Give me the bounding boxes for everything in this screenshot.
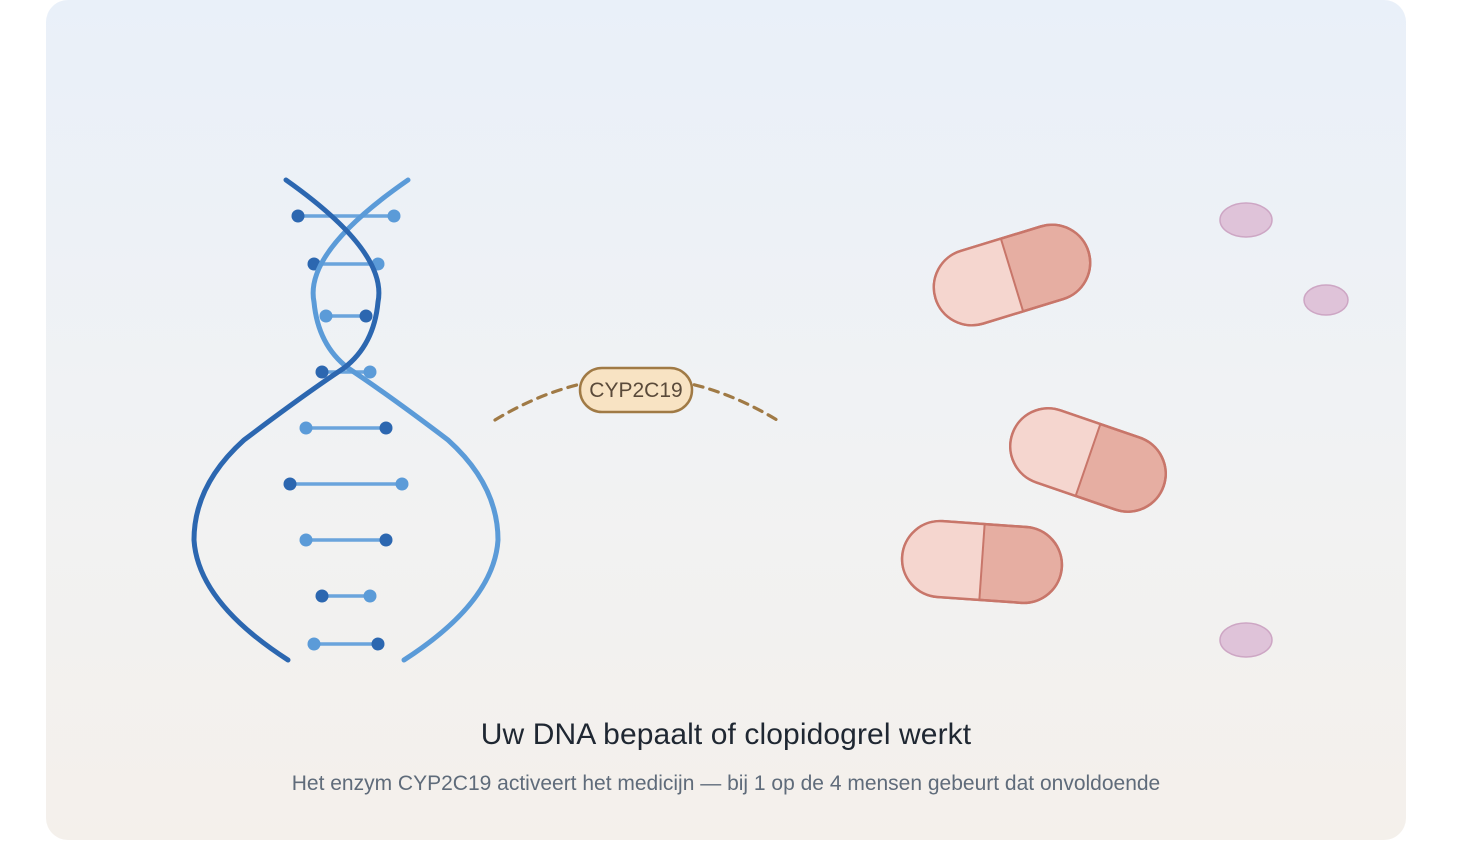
subheadline: Het enzym CYP2C19 activeert het medicijn… bbox=[291, 772, 1161, 795]
headline: Uw DNA bepaalt of clopidogrel werkt bbox=[480, 718, 972, 751]
capsule-icon bbox=[932, 223, 1092, 327]
dna-helix-icon bbox=[191, 177, 501, 663]
platelet-icon bbox=[1219, 202, 1273, 238]
platelet-icon bbox=[1219, 622, 1273, 658]
enzyme-label: CYP2C19 bbox=[589, 379, 682, 402]
hero-card: CYP2C19 Uw DNA bepaalt of clopidogrel we… bbox=[46, 0, 1406, 840]
enzyme-connector: CYP2C19 bbox=[493, 366, 779, 422]
dna-base-pairs bbox=[283, 209, 409, 651]
platelet-icon bbox=[1303, 284, 1349, 316]
illustration: CYP2C19 bbox=[191, 177, 1349, 663]
capsule-icon bbox=[900, 519, 1064, 605]
capsule-icon bbox=[1009, 407, 1167, 513]
dna-strand-dark bbox=[191, 177, 382, 663]
enzyme-badge bbox=[578, 366, 694, 414]
dna-strand-light bbox=[310, 177, 501, 663]
